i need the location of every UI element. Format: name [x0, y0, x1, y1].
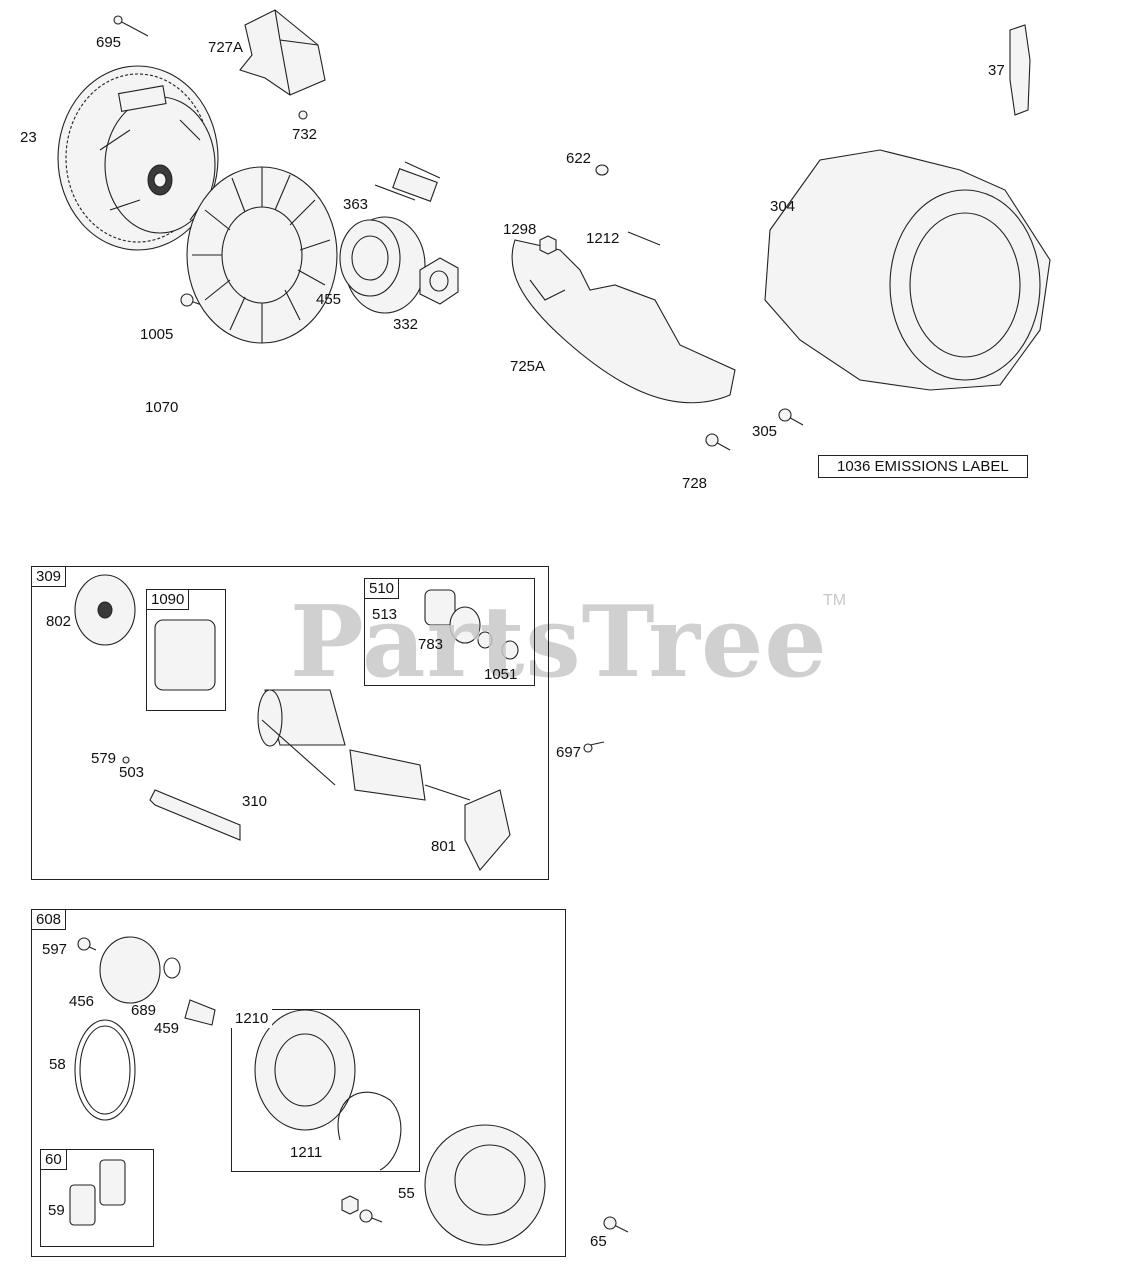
- callout-305: 305: [752, 423, 778, 440]
- callout-728: 728: [682, 475, 708, 492]
- box-tag-1090: 1090: [146, 589, 190, 610]
- starter-box: 309: [31, 566, 549, 880]
- callout-58: 58: [49, 1056, 66, 1073]
- callout-459: 459: [154, 1020, 180, 1037]
- plate-37-drawing: [1009, 24, 1031, 116]
- callout-1211: 1211: [290, 1144, 323, 1161]
- callout-304: 304: [770, 198, 796, 215]
- callout-363: 363: [343, 196, 369, 213]
- callout-783: 783: [418, 636, 444, 653]
- callout-332: 332: [393, 316, 419, 333]
- watermark-text: PartsTree: [290, 585, 828, 700]
- callout-59: 59: [48, 1202, 65, 1219]
- callout-1070: 1070: [145, 399, 179, 416]
- callout-37: 37: [988, 62, 1005, 79]
- callout-23: 23: [20, 129, 37, 146]
- box-60: 60: [40, 1149, 154, 1247]
- box-tag-510: 510: [364, 578, 400, 599]
- callout-310: 310: [242, 793, 268, 810]
- callout-455: 455: [316, 291, 342, 308]
- callout-55: 55: [398, 1185, 415, 1202]
- recoil-drawing: [69, 936, 546, 1246]
- callout-579: 579: [91, 750, 117, 767]
- starter-drawing: [74, 574, 519, 871]
- emissions-label-box: 1036 EMISSIONS LABEL: [818, 455, 1028, 478]
- callout-597: 597: [42, 941, 68, 958]
- recoil-box: 608: [31, 909, 566, 1257]
- callout-689: 689: [131, 1002, 157, 1019]
- box-tag-309: 309: [31, 566, 67, 587]
- trademark-mark: TM: [823, 592, 847, 609]
- stud-1212-drawing: [627, 231, 661, 246]
- screws-drawing: [77, 15, 804, 1233]
- callout-503: 503: [119, 764, 145, 781]
- clutch-drawing: [339, 216, 459, 314]
- callout-65: 65: [590, 1233, 607, 1250]
- fan-drawing: [186, 166, 338, 344]
- callout-802: 802: [46, 613, 72, 630]
- callout-697: 697: [556, 744, 582, 761]
- nut-1298-drawing: [539, 235, 557, 255]
- box-1090: 1090: [146, 589, 226, 711]
- callout-725A: 725A: [510, 358, 546, 375]
- callout-1005: 1005: [140, 326, 174, 343]
- callout-1212: 1212: [586, 230, 620, 247]
- callout-732: 732: [292, 126, 318, 143]
- brake-bracket-drawing: [239, 9, 326, 96]
- callout-622: 622: [566, 150, 592, 167]
- callout-1051: 1051: [484, 666, 518, 683]
- box-tag-608: 608: [31, 909, 67, 930]
- housing-drawing: [764, 149, 1051, 391]
- callout-695: 695: [96, 34, 122, 51]
- callout-456: 456: [69, 993, 95, 1010]
- bracket-363-drawing: [374, 161, 441, 202]
- shield-drawing: [511, 239, 736, 404]
- callout-513: 513: [372, 606, 398, 623]
- callout-727A: 727A: [208, 39, 244, 56]
- box-tag-60: 60: [40, 1149, 67, 1170]
- box-tag-1210: 1210: [231, 1009, 273, 1028]
- flywheel-drawing: [57, 65, 219, 251]
- box-1210: 1210: [231, 1009, 420, 1172]
- box-510: 510: [364, 578, 535, 686]
- callout-801: 801: [431, 838, 457, 855]
- washer-drawing: [595, 164, 609, 176]
- callout-1298: 1298: [503, 221, 537, 238]
